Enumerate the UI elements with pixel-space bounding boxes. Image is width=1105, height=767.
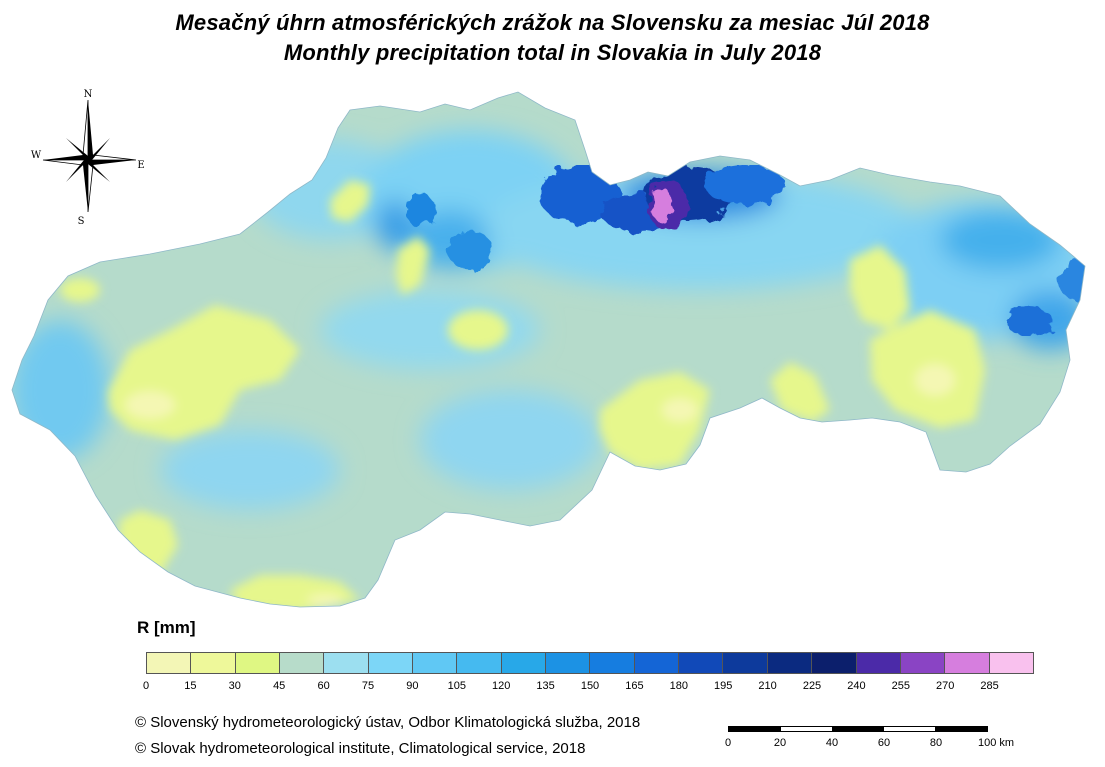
legend-tick-label: 90 xyxy=(406,680,419,692)
legend-swatch xyxy=(989,653,1033,673)
scale-bar-labels: 0 20 40 60 80 100 km xyxy=(724,737,1048,751)
legend-tick-label: 150 xyxy=(580,680,600,692)
copyright-english: © Slovak hydrometeorological institute, … xyxy=(135,740,586,757)
legend-swatch xyxy=(546,653,591,673)
legend-swatch xyxy=(413,653,458,673)
legend-tick-label: 0 xyxy=(142,680,150,692)
legend-tick-label: 210 xyxy=(758,680,777,692)
legend-tick-label: 75 xyxy=(361,680,375,692)
map-title-slovak: Mesačný úhrn atmosférických zrážok na Sl… xyxy=(175,10,930,35)
legend-swatch xyxy=(457,653,502,673)
legend-tick-label: 255 xyxy=(891,680,910,692)
scale-bar-label: 80 xyxy=(929,737,943,749)
compass-north-label: N xyxy=(84,89,93,100)
legend-swatch xyxy=(235,653,281,673)
legend-tick-label: 45 xyxy=(273,680,286,692)
legend-swatch xyxy=(812,653,857,673)
scale-bar-segment xyxy=(935,727,987,731)
legend-tick-label: 60 xyxy=(317,680,330,692)
legend-tick-label: 165 xyxy=(625,680,644,692)
legend-swatch xyxy=(590,653,635,673)
copyright-slovak: © Slovenský hydrometeorologický ústav, O… xyxy=(135,714,641,731)
scale-bar-segment xyxy=(883,727,936,731)
compass-south-label: S xyxy=(78,216,85,227)
scale-bar-label: 100 km xyxy=(978,737,1015,749)
legend-tick-label: 240 xyxy=(847,680,866,692)
legend-tick-label: 15 xyxy=(184,680,197,692)
precipitation-field xyxy=(12,92,1085,607)
legend-swatch xyxy=(147,653,192,673)
legend-swatch xyxy=(767,653,813,673)
scale-bar xyxy=(728,726,988,732)
legend-swatch xyxy=(280,653,325,673)
legend-tick-label: 135 xyxy=(536,680,555,692)
legend-tick-label: 195 xyxy=(714,680,733,692)
legend-swatch xyxy=(501,653,547,673)
scale-bar-label: 0 xyxy=(724,737,732,749)
legend-swatch xyxy=(368,653,414,673)
legend-swatch xyxy=(324,653,369,673)
scale-bar-segment xyxy=(780,727,833,731)
compass-east-label: E xyxy=(137,160,144,171)
legend-tick-label: 285 xyxy=(980,680,999,692)
compass-west-label: W xyxy=(31,150,42,161)
scale-bar-label: 20 xyxy=(773,737,787,749)
compass-rose: N S E W xyxy=(31,89,145,227)
legend-swatch xyxy=(900,653,946,673)
scale-bar-label: 40 xyxy=(825,737,839,749)
legend-swatch xyxy=(945,653,990,673)
legend-tick-label: 30 xyxy=(228,680,241,692)
scale-bar-label: 60 xyxy=(877,737,891,749)
legend-tick-label: 120 xyxy=(492,680,511,692)
legend-swatch xyxy=(679,653,724,673)
map-title-english: Monthly precipitation total in Slovakia … xyxy=(283,40,822,65)
scale-bar-segment xyxy=(729,727,781,731)
scale-bar-segment xyxy=(832,727,884,731)
precipitation-map: N S E W xyxy=(11,89,1086,608)
legend-colorbar xyxy=(146,652,1034,674)
legend-tick-label: 270 xyxy=(936,680,955,692)
legend-swatch xyxy=(634,653,680,673)
legend-swatch xyxy=(723,653,768,673)
legend-swatch xyxy=(191,653,236,673)
legend-tick-label: 180 xyxy=(669,680,688,692)
legend-tick-labels: 0 15 30 45 60 75 90 105 120 135 150 165 180 195 210 225… xyxy=(142,680,1034,694)
legend-tick-label: 105 xyxy=(447,680,466,692)
legend-tick-label: 225 xyxy=(802,680,822,692)
legend-swatch xyxy=(856,653,901,673)
legend-title: R [mm] xyxy=(137,618,196,637)
